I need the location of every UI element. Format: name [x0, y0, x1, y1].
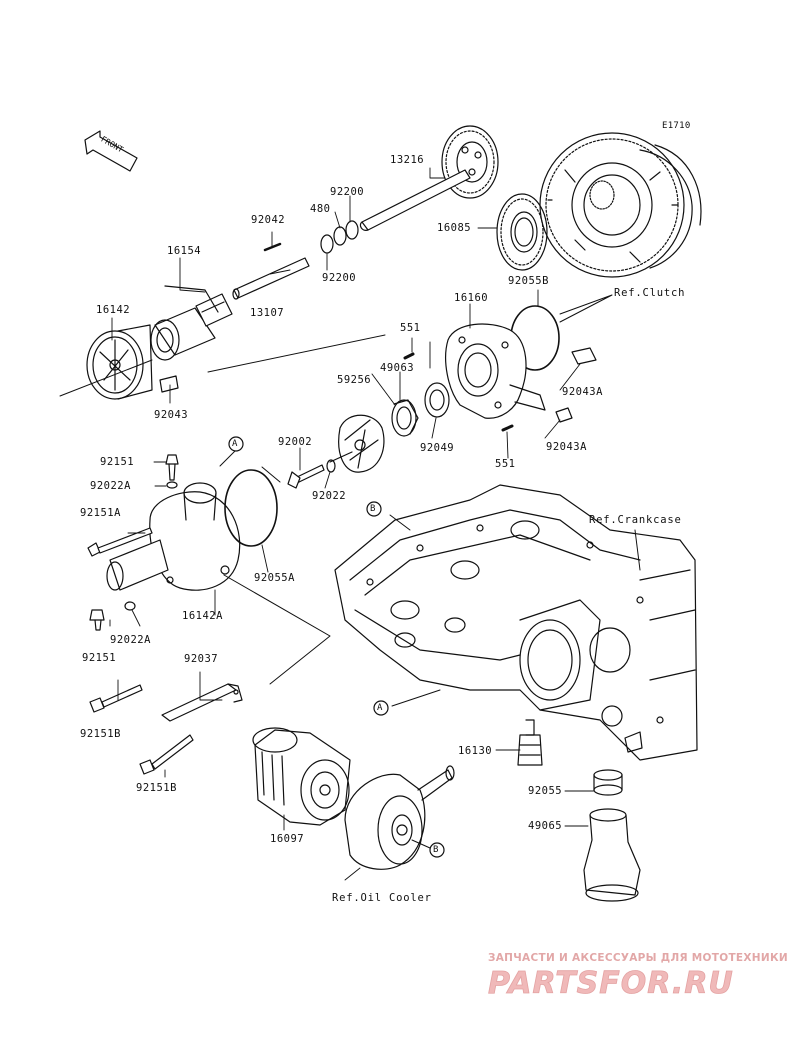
- part-label-92042: 92042: [251, 214, 286, 226]
- pump-cover-16160-icon: [445, 323, 546, 419]
- bolt-92151B-icon: [89, 684, 194, 775]
- bolt-92151-lower-icon: [89, 601, 136, 631]
- watermark-subtitle: ЗАПЧАСТИ И АКСЕССУАРЫ ДЛЯ МОТОТЕХНИКИ: [488, 952, 788, 964]
- crankcase-icon: [334, 484, 698, 761]
- oil-cooler-icon: [344, 765, 455, 870]
- callout-a-bottom-label: A: [377, 703, 383, 713]
- dowel-92043A-icon: [555, 407, 573, 423]
- nipple-16130-icon: [517, 719, 543, 766]
- part-label-16154: 16154: [167, 245, 202, 257]
- bolt-92002-icon: [287, 459, 336, 489]
- bearing-92049-icon: [424, 382, 450, 418]
- part-label-92055B: 92055B: [508, 275, 549, 287]
- part-label-92151: 92151: [100, 456, 135, 468]
- callout-b-top-label: B: [370, 504, 376, 514]
- part-label-16085: 16085: [437, 222, 472, 234]
- part-label-49063: 49063: [380, 362, 415, 374]
- part-label-92151: 92151: [82, 652, 117, 664]
- part-label-480: 480: [310, 203, 331, 215]
- watermark-logo: PARTSFOR.RU: [488, 966, 734, 1002]
- part-label-13107: 13107: [250, 307, 285, 319]
- part-label-92022: 92022: [312, 490, 347, 502]
- ref-clutch-label: Ref.Clutch: [614, 287, 686, 299]
- callout-a-top-icon: [228, 436, 244, 452]
- leader-lines: [109, 167, 595, 881]
- part-label-16097: 16097: [270, 833, 305, 845]
- part-label-16142: 16142: [96, 304, 131, 316]
- centerline-icon: [59, 359, 153, 397]
- part-label-92200: 92200: [322, 272, 357, 284]
- rotor-16154-icon: [150, 285, 233, 361]
- part-label-551: 551: [495, 458, 516, 470]
- part-label-92022A: 92022A: [90, 480, 131, 492]
- oil-filter-16097-icon: [252, 727, 351, 826]
- part-label-92055A: 92055A: [254, 572, 295, 584]
- callout-a-bottom-icon: [373, 700, 389, 716]
- centerline-icon: [207, 334, 386, 373]
- pin-551-icon: [501, 424, 514, 432]
- pin-551-icon: [403, 352, 415, 360]
- part-label-551: 551: [400, 322, 421, 334]
- pump-body-16142A-icon: [106, 482, 241, 591]
- part-label-92049: 92049: [420, 442, 455, 454]
- bolt-92151A-icon: [87, 527, 153, 557]
- clutch-assembly-icon: [539, 132, 702, 278]
- part-label-49065: 49065: [528, 820, 563, 832]
- dowel-92043A-icon: [571, 347, 597, 365]
- part-label-92055: 92055: [528, 785, 563, 797]
- part-label-59256: 59256: [337, 374, 372, 386]
- bolt-92151-icon: [165, 454, 179, 489]
- seal-49063-icon: [391, 399, 419, 437]
- oring-92055-icon: [593, 769, 623, 796]
- part-label-92151B: 92151B: [136, 782, 177, 794]
- gear-16085-icon: [496, 193, 548, 271]
- part-label-16160: 16160: [454, 292, 489, 304]
- part-label-92200: 92200: [330, 186, 365, 198]
- front-arrow-icon: FRONT: [84, 130, 138, 172]
- part-label-13216: 13216: [390, 154, 425, 166]
- part-label-92022A: 92022A: [110, 634, 151, 646]
- callout-b-bottom-label: B: [433, 845, 439, 855]
- shaft-gear-13216-icon: [359, 125, 499, 231]
- watermark-logo-text: PARTSFOR.RU: [488, 966, 734, 1001]
- part-label-92037: 92037: [184, 653, 219, 665]
- part-label-92151B: 92151B: [80, 728, 121, 740]
- diagram-code: E1710: [662, 121, 691, 131]
- strainer-49065-icon: [583, 808, 641, 902]
- callout-a-top-label: A: [232, 439, 238, 449]
- ref-oil-cooler-label: Ref.Oil Cooler: [332, 892, 432, 904]
- callout-b-top-icon: [366, 501, 382, 517]
- part-label-16142A: 16142A: [182, 610, 223, 622]
- part-label-92043: 92043: [154, 409, 189, 421]
- oring-92055A-icon: [224, 469, 278, 547]
- impeller-59256-icon: [329, 414, 385, 473]
- part-label-92043A: 92043A: [546, 441, 587, 453]
- part-label-92043A: 92043A: [562, 386, 603, 398]
- callout-b-bottom-icon: [429, 842, 445, 858]
- part-label-92002: 92002: [278, 436, 313, 448]
- bracket-92037-icon: [161, 683, 243, 722]
- rotor-housing-16142-icon: [86, 324, 179, 400]
- part-label-16130: 16130: [458, 745, 493, 757]
- part-label-92151A: 92151A: [80, 507, 121, 519]
- ref-crankcase-label: Ref.Crankcase: [589, 514, 682, 526]
- shaft-13107-icon: [232, 242, 310, 300]
